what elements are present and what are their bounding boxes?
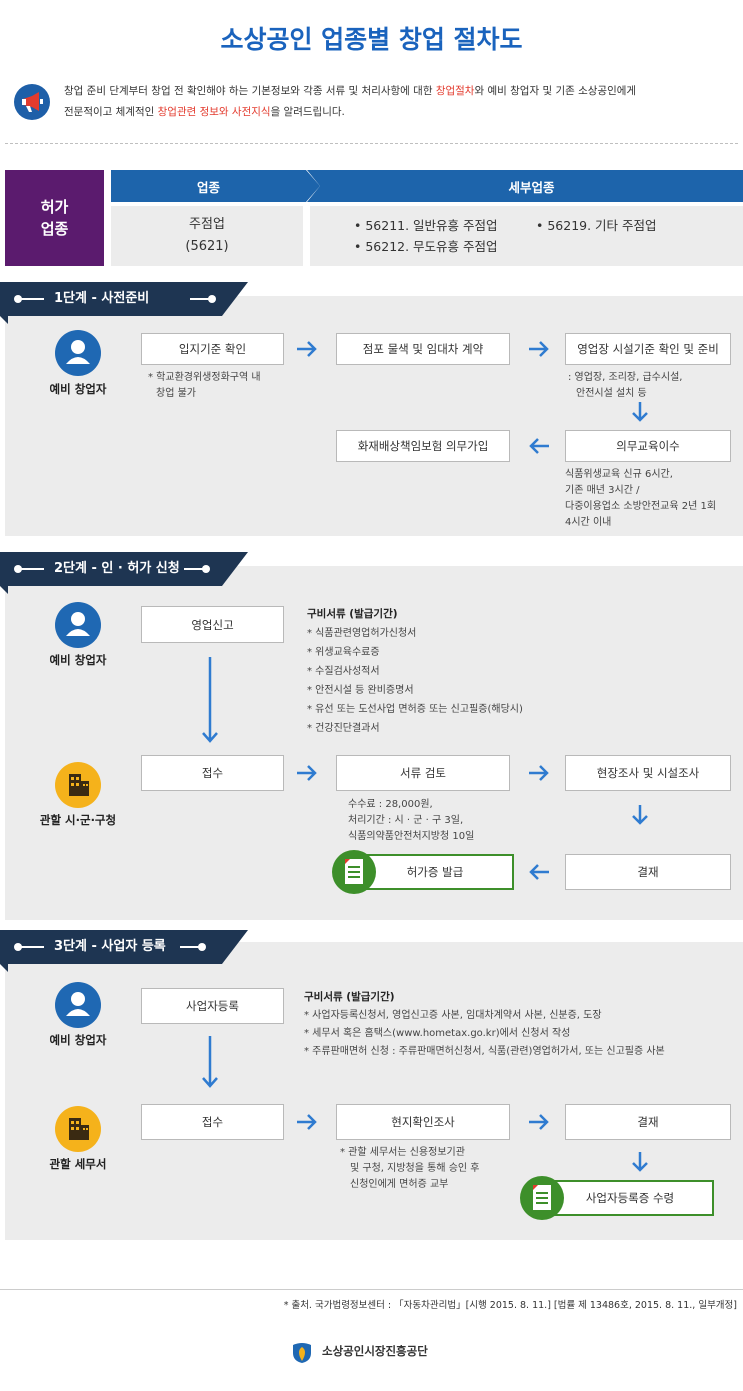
footer-divider — [0, 1289, 743, 1290]
dashed-divider — [5, 143, 738, 144]
sub-industry-item: • 56212. 무도유흥 주점업 — [354, 239, 498, 254]
building-icon — [55, 762, 101, 808]
step-business-report: 영업신고 — [141, 606, 284, 643]
arrow-down-icon — [632, 402, 648, 422]
arrow-down-icon — [632, 805, 648, 825]
user-icon — [55, 982, 101, 1028]
note-location: * 학교환경위생정화구역 내 창업 불가 — [148, 372, 261, 399]
step-fire-insurance: 화재배상책임보험 의무가입 — [336, 430, 510, 462]
permit-category-label: 허가 업종 — [5, 170, 104, 266]
role-label: 예비 창업자 — [49, 653, 107, 667]
sub-industry-list: • 56211. 일반유흥 주점업 • 56212. 무도유흥 주점업 • 56… — [310, 206, 743, 266]
organization-name: 소상공인시장진흥공단 — [322, 1344, 428, 1358]
document-icon — [332, 850, 376, 894]
intro-text: 창업 준비 단계부터 창업 전 확인해야 하는 기본정보와 각종 서류 및 처리… — [64, 85, 637, 118]
step-approval: 결재 — [565, 1104, 731, 1140]
step-permit-issuance: 허가증 발급 — [356, 854, 514, 890]
document-icon — [520, 1176, 564, 1220]
docs-title: 구비서류 (발급기간) — [304, 991, 395, 1003]
arrow-right-icon — [529, 341, 549, 357]
sub-industry-item: • 56219. 기타 주점업 — [536, 218, 657, 233]
step-location-check: 입지기준 확인 — [141, 333, 284, 365]
page-title: 소상공인 업종별 창업 절차도 — [220, 25, 523, 54]
step-store-lease: 점포 물색 및 임대차 계약 — [336, 333, 510, 365]
building-icon — [55, 1106, 101, 1152]
industry-value: 주점업 (5621) — [111, 206, 303, 266]
note-facility: : 영업장, 조리장, 급수시설, 안전시설 설치 등 — [568, 372, 683, 399]
megaphone-icon — [14, 84, 50, 120]
sub-industry-item: • 56211. 일반유흥 주점업 — [354, 218, 498, 233]
sbiz-logo-icon — [293, 1343, 311, 1363]
arrow-right-icon — [297, 341, 317, 357]
user-icon — [55, 330, 101, 376]
step-mandatory-education: 의무교육이수 — [565, 430, 731, 462]
sub-industry-header: 세부업종 — [320, 170, 743, 202]
note-field-check: * 관할 세무서는 신용정보기관 및 구청, 지방청을 통해 승인 후 신청인에… — [340, 1147, 480, 1190]
arrow-right-icon — [297, 765, 317, 781]
step-reception: 접수 — [141, 755, 284, 791]
stage1-tag: 1단계 - 사전준비 — [0, 282, 248, 316]
user-icon — [55, 602, 101, 648]
arrow-right-icon — [297, 1114, 317, 1130]
step-field-check: 현지확인조사 — [336, 1104, 510, 1140]
step-business-registration: 사업자등록 — [141, 988, 284, 1024]
note-review: 수수료 : 28,000원, 처리기간 : 시 · 군 · 구 3일, 식품의약… — [348, 799, 475, 842]
role-label: 예비 창업자 — [49, 1033, 107, 1047]
step-facility-check: 영업장 시설기준 확인 및 준비 — [565, 333, 731, 365]
arrow-right-icon — [529, 765, 549, 781]
step-document-review: 서류 검토 — [336, 755, 510, 791]
arrow-left-icon — [529, 438, 549, 454]
stage3-tag: 3단계 - 사업자 등록 — [0, 930, 248, 964]
docs-list: * 사업자등록신청서, 영업신고증 사본, 임대차계약서 사본, 신분증, 도장… — [304, 1010, 665, 1057]
step-reception: 접수 — [141, 1104, 284, 1140]
arrow-down-icon — [202, 657, 218, 743]
step-registration-receipt: 사업자등록증 수령 — [546, 1180, 714, 1216]
docs-list: * 식품관련영업허가신청서 * 위생교육수료증 * 수질검사성적서 * 안전시설… — [307, 628, 523, 734]
arrow-right-icon — [529, 1114, 549, 1130]
arrow-down-icon — [632, 1152, 648, 1172]
tag-fold — [0, 316, 8, 324]
role-label: 예비 창업자 — [49, 382, 107, 396]
tag-fold — [0, 964, 8, 972]
stage2-tag: 2단계 - 인 · 허가 신청 — [0, 552, 248, 586]
role-label: 관할 세무서 — [49, 1157, 107, 1171]
industry-header: 업종 — [111, 170, 306, 202]
arrow-left-icon — [529, 864, 549, 880]
step-approval: 결재 — [565, 854, 731, 890]
source-citation: * 출처. 국가법령정보센터 : 「자동차관리법」[시행 2015. 8. 11… — [283, 1300, 737, 1311]
step-site-inspection: 현장조사 및 시설조사 — [565, 755, 731, 791]
header-arrow — [306, 170, 320, 202]
role-label: 관할 시·군·구청 — [39, 813, 117, 827]
docs-title: 구비서류 (발급기간) — [307, 608, 398, 620]
arrow-down-icon — [202, 1036, 218, 1088]
note-education: 식품위생교육 신규 6시간, 기존 매년 3시간 / 다중이용업소 소방안전교육… — [565, 469, 717, 528]
tag-fold — [0, 586, 8, 594]
